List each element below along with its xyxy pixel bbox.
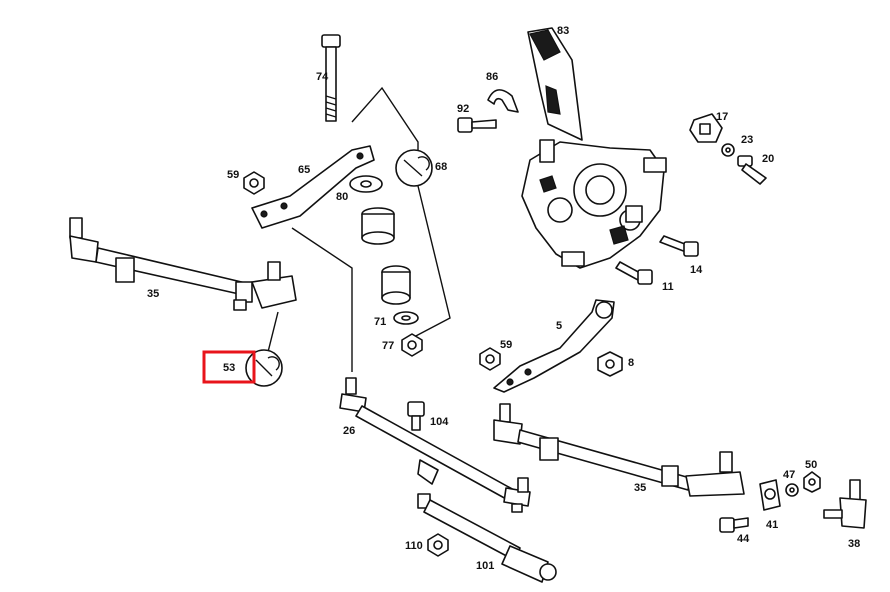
label-47: 47: [783, 469, 795, 481]
steering-damper-101: [417, 493, 557, 583]
bolt-11: [615, 261, 653, 285]
leader-lines: [267, 86, 451, 372]
wrench-symbol-68: [395, 149, 433, 187]
label-77: 77: [382, 340, 394, 352]
bolt-74: [321, 34, 341, 122]
nut-110: [427, 533, 449, 557]
label-20: 20: [762, 153, 774, 165]
label-71: 71: [374, 316, 386, 328]
nut-77: [401, 333, 423, 357]
part-labels: 83 86 92 74 17 23 20 65 68 59 80 14 11 3…: [147, 25, 860, 572]
tie-rod-35-lower: [493, 403, 745, 497]
bolt-20: [737, 155, 767, 185]
label-14: 14: [690, 264, 703, 276]
label-86: 86: [486, 71, 498, 83]
label-74: 74: [316, 71, 329, 83]
label-59-lower: 59: [500, 339, 512, 351]
drag-link-26: [339, 377, 531, 513]
label-80: 80: [336, 191, 348, 203]
pitman-arm-5: [493, 299, 615, 393]
label-53: 53: [223, 362, 235, 374]
bushing-stack: [361, 207, 411, 305]
label-44: 44: [737, 533, 750, 545]
label-83: 83: [557, 25, 569, 37]
steering-gear-box: [521, 139, 667, 269]
ring-47: [785, 483, 799, 497]
label-92: 92: [457, 103, 469, 115]
label-23: 23: [741, 134, 753, 146]
label-17: 17: [716, 111, 728, 123]
label-35-lower: 35: [634, 482, 646, 494]
label-110: 110: [405, 540, 423, 552]
label-35-upper: 35: [147, 288, 159, 300]
tie-rod-35-upper: [69, 217, 297, 311]
label-104: 104: [430, 416, 449, 428]
nut-59-upper: [243, 171, 265, 195]
washer-80: [349, 175, 383, 193]
bolt-14: [659, 235, 699, 257]
bolt-104: [407, 401, 425, 431]
label-41: 41: [766, 519, 778, 531]
washer-71: [393, 311, 419, 325]
label-8: 8: [628, 357, 634, 369]
label-5: 5: [556, 320, 562, 332]
label-65: 65: [298, 164, 310, 176]
ball-joint-38: [823, 479, 867, 529]
bolt-44: [719, 517, 749, 533]
idler-arm-65: [251, 145, 375, 229]
label-101: 101: [476, 560, 494, 572]
clamp-41: [759, 479, 781, 511]
nut-59-lower: [479, 347, 501, 371]
screw-92: [457, 117, 497, 133]
highlight-box: [202, 350, 256, 384]
nut-8: [597, 351, 623, 377]
label-68: 68: [435, 161, 447, 173]
label-26: 26: [343, 425, 355, 437]
label-59-upper: 59: [227, 169, 239, 181]
cover-plate-83: [527, 27, 583, 141]
washer-23: [721, 143, 735, 157]
clip-86: [487, 89, 519, 113]
label-11: 11: [662, 281, 674, 293]
nut-50: [803, 471, 821, 493]
label-38: 38: [848, 538, 860, 550]
fitting-17: [689, 113, 723, 143]
label-50: 50: [805, 459, 817, 471]
